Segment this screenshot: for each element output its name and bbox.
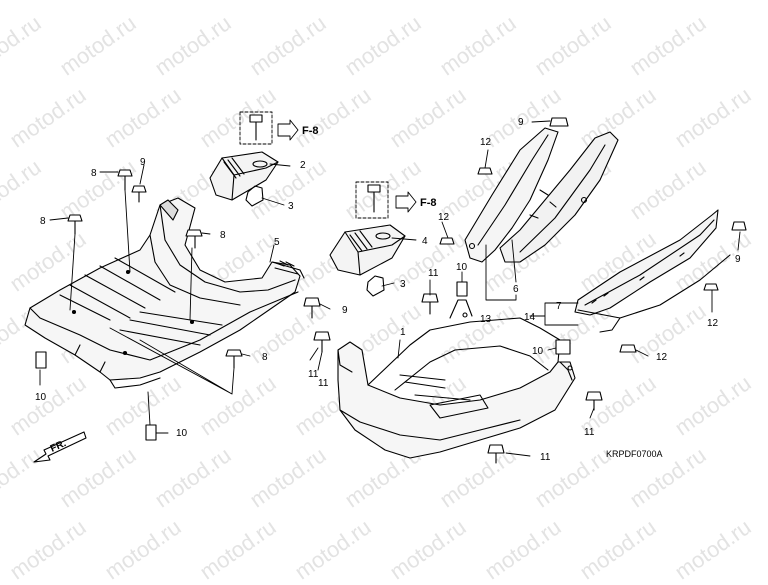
cover-part-4: [329, 224, 406, 297]
callout-11a: 11: [308, 369, 319, 380]
callout-11d: 11: [584, 427, 595, 438]
callout-8c: 8: [220, 230, 226, 241]
callout-9d: 9: [735, 254, 741, 265]
callout-3b: 3: [400, 279, 406, 290]
callout-10c: 10: [456, 262, 468, 273]
fastener-hardware: [35, 114, 747, 464]
leader-lines: [39, 120, 741, 457]
callout-numbers: 2 1 3 3 4 5 6 7 8 8 8 8 9 9 9 9 10 10 10…: [35, 117, 741, 463]
callout-11e: 11: [318, 378, 329, 389]
callout-2: 2: [300, 160, 306, 171]
callout-12c: 12: [656, 352, 668, 363]
callout-7: 7: [556, 301, 562, 312]
callout-8b: 8: [40, 216, 46, 227]
under-cover: [337, 299, 576, 459]
side-cover-upper: [464, 127, 619, 263]
callout-10d: 10: [532, 346, 544, 357]
ref-label-f8-upper: F-8: [302, 125, 319, 137]
drawing-code: KRPDF0700A: [606, 449, 663, 459]
reference-boxes: [239, 111, 417, 219]
callout-14: 14: [524, 312, 536, 323]
callout-8a: 8: [91, 168, 97, 179]
ref-label-f8-lower: F-8: [420, 197, 437, 209]
callout-5: 5: [274, 237, 280, 248]
callout-12d: 12: [707, 318, 719, 329]
floor-panel: [24, 197, 305, 389]
callout-9c: 9: [518, 117, 524, 128]
front-arrow: [33, 431, 87, 463]
callout-12a: 12: [480, 137, 492, 148]
callout-3a: 3: [288, 201, 294, 212]
callout-12b: 12: [438, 212, 450, 223]
side-cover-lower: [574, 209, 731, 333]
callout-13: 13: [480, 314, 492, 325]
callout-6: 6: [513, 284, 519, 295]
callout-9a: 9: [140, 157, 146, 168]
callout-11b: 11: [428, 268, 439, 279]
callout-11c: 11: [540, 452, 551, 463]
callout-10a: 10: [35, 392, 47, 403]
callout-4: 4: [422, 236, 428, 247]
callout-10b: 10: [176, 428, 188, 439]
cover-part-2: [209, 151, 279, 207]
callout-1: 1: [400, 327, 406, 338]
callout-8d: 8: [262, 352, 268, 363]
reference-labels: F-8 F-8: [302, 125, 437, 209]
callout-9b: 9: [342, 305, 348, 316]
